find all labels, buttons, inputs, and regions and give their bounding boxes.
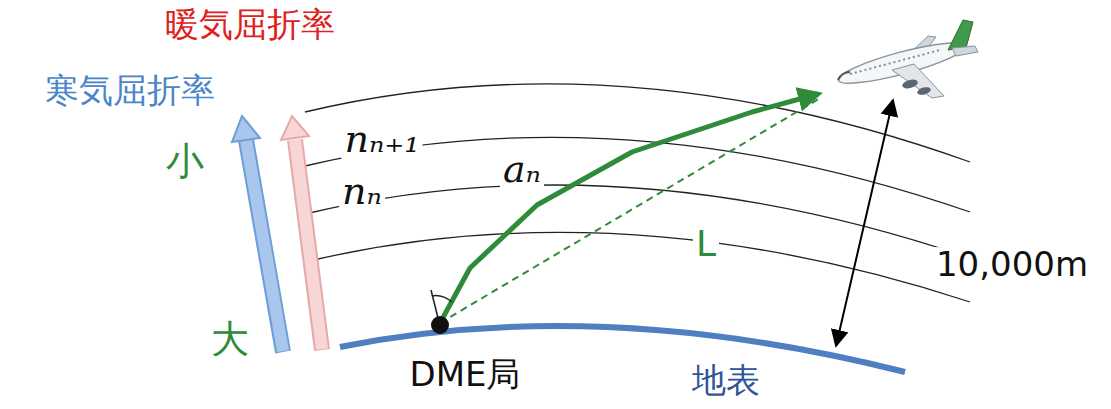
- ground-label: 地表: [689, 363, 763, 399]
- refracted-ray: [440, 94, 818, 323]
- dme-station-dot: [431, 316, 449, 334]
- layer-index-upper: nₙ₊₁: [341, 120, 422, 160]
- layer-line: [305, 232, 970, 302]
- straight-path: [440, 97, 822, 323]
- height-dimension-label: 10,000m: [933, 247, 1091, 283]
- incidence-angle-label: aₙ: [500, 150, 544, 190]
- height-dimension: [836, 100, 893, 346]
- layer-lines: [305, 84, 970, 302]
- distance-label: L: [693, 225, 719, 263]
- cold-air-index-title: 寒気屈折率: [42, 73, 218, 109]
- incidence-angle: [432, 296, 452, 302]
- layer-index: nₙ: [339, 172, 385, 212]
- large-marker: 大: [208, 320, 252, 360]
- warm-air-index-title: 暖気屈折率: [162, 7, 338, 43]
- warm-air-arrow: [281, 116, 322, 350]
- station-label: DME局: [407, 357, 524, 393]
- airplane: [835, 20, 978, 98]
- normal-line: [431, 290, 438, 318]
- cold-air-arrow: [232, 116, 283, 352]
- small-marker: 小: [163, 142, 207, 182]
